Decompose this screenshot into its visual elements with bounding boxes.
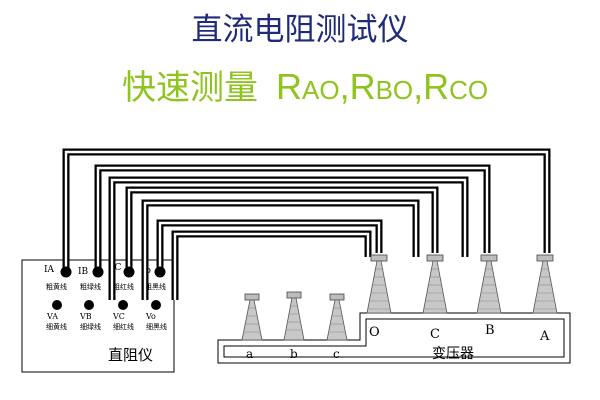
- lv-bushing-label-c: c: [333, 347, 340, 361]
- subtitle-chinese: 快速测量: [122, 68, 258, 108]
- terminal-label-vo: Vo: [145, 312, 156, 321]
- instrument-name: 直阻仪: [108, 346, 153, 364]
- subtitle-term-co: ,RCO: [413, 66, 488, 107]
- lv-bushing-label-a: a: [246, 347, 253, 361]
- hv-bushing-label-b: B: [485, 323, 495, 338]
- hv-bushing-o-body: [366, 260, 392, 314]
- page-title: 直流电阻测试仪: [191, 12, 409, 48]
- lv-bushing-a-cap: [244, 293, 260, 301]
- term-bo-small: BO: [375, 75, 414, 105]
- hv-bushing-b-cap: [480, 254, 498, 262]
- terminal-vb: [84, 300, 94, 310]
- hv-bushing-b-body: [476, 260, 502, 314]
- transformer-name: 变压器: [432, 346, 474, 362]
- lead-vo-to-o-outer: [171, 230, 372, 300]
- lead-ic-to-c-core: [127, 188, 437, 270]
- hv-bushing-label-c: C: [430, 327, 440, 342]
- subtitle-term-bo: ,RBO: [340, 66, 414, 107]
- terminal-label-vc: VC: [112, 312, 125, 321]
- lead-io-to-o-core: [158, 221, 381, 270]
- terminal-vo: [151, 300, 161, 310]
- hv-bushing-label-o: O: [369, 325, 380, 340]
- transformer-outline-outer: [217, 312, 571, 364]
- terminal-label-vb: VB: [79, 312, 92, 321]
- terminal-ib: [92, 266, 104, 278]
- terminal-ia: [60, 266, 72, 278]
- hv-bushing-a: [532, 254, 558, 314]
- term-ao-big: R: [276, 66, 302, 107]
- lead-label-vc: 细红线: [113, 322, 134, 331]
- lead-label-va: 细黄线: [46, 322, 67, 331]
- hv-bushing-c-cap: [426, 254, 444, 262]
- lead-ib-to-b-core: [96, 166, 489, 270]
- lv-bushing-b-body: [283, 297, 305, 341]
- lead-label-ia: 粗黄线: [46, 282, 67, 291]
- transformer-outline-inner: [223, 318, 565, 358]
- lead-label-io: 粗黑线: [145, 282, 166, 291]
- lv-bushing-c-body: [326, 299, 348, 341]
- hv-bushing-c-body: [422, 260, 448, 314]
- lead-vb-to-b-outer: [108, 176, 469, 300]
- hv-bushing-o: [366, 254, 392, 314]
- lead-label-ic: 粗红线: [113, 282, 134, 291]
- lv-bushing-a: [241, 293, 263, 341]
- terminal-ic: [123, 266, 135, 278]
- terminal-va: [52, 300, 62, 310]
- hv-bushing-b: [476, 254, 502, 314]
- lv-bushing-b-cap: [286, 291, 302, 299]
- hv-bushing-label-a: A: [539, 329, 550, 344]
- lv-bushing-a-body: [241, 299, 263, 341]
- term-ao-small: AO: [302, 75, 340, 105]
- hv-bushing-a-body: [532, 260, 558, 314]
- lead-label-vo: 细黑线: [146, 322, 167, 331]
- terminal-label-ic: IC: [111, 263, 122, 273]
- terminal-label-ib: IB: [78, 267, 89, 277]
- terminal-label-va: VA: [46, 312, 58, 321]
- subtitle-term-ao: RAO: [276, 66, 340, 107]
- hv-bushing-a-cap: [536, 254, 554, 262]
- term-bo-big: ,R: [339, 66, 376, 107]
- lead-ia-to-a-core: [64, 150, 549, 270]
- terminal-vc: [118, 300, 128, 310]
- lead-io-to-o-outer: [156, 219, 383, 270]
- terminal-label-ia: IA: [44, 265, 55, 275]
- hv-bushing-o-cap: [370, 254, 388, 262]
- lead-label-vb: 细绿线: [80, 322, 101, 331]
- terminal-io: [154, 266, 166, 278]
- lv-bushing-b: [283, 291, 305, 341]
- lead-vo-to-o-core: [173, 232, 370, 300]
- term-co-big: ,R: [413, 66, 450, 107]
- lv-bushing-label-b: b: [290, 347, 298, 361]
- term-co-small: CO: [449, 75, 489, 105]
- hv-bushing-c: [422, 254, 448, 314]
- terminals: [52, 266, 166, 310]
- lv-bushing-c: [326, 293, 348, 341]
- wiring-leads: [62, 148, 551, 300]
- lv-bushing-c-cap: [329, 293, 345, 301]
- bushings: [241, 254, 558, 341]
- lead-vb-to-b-core: [110, 178, 467, 300]
- lead-vc-to-c-core: [143, 201, 418, 300]
- lead-label-ib: 粗绿线: [80, 282, 101, 291]
